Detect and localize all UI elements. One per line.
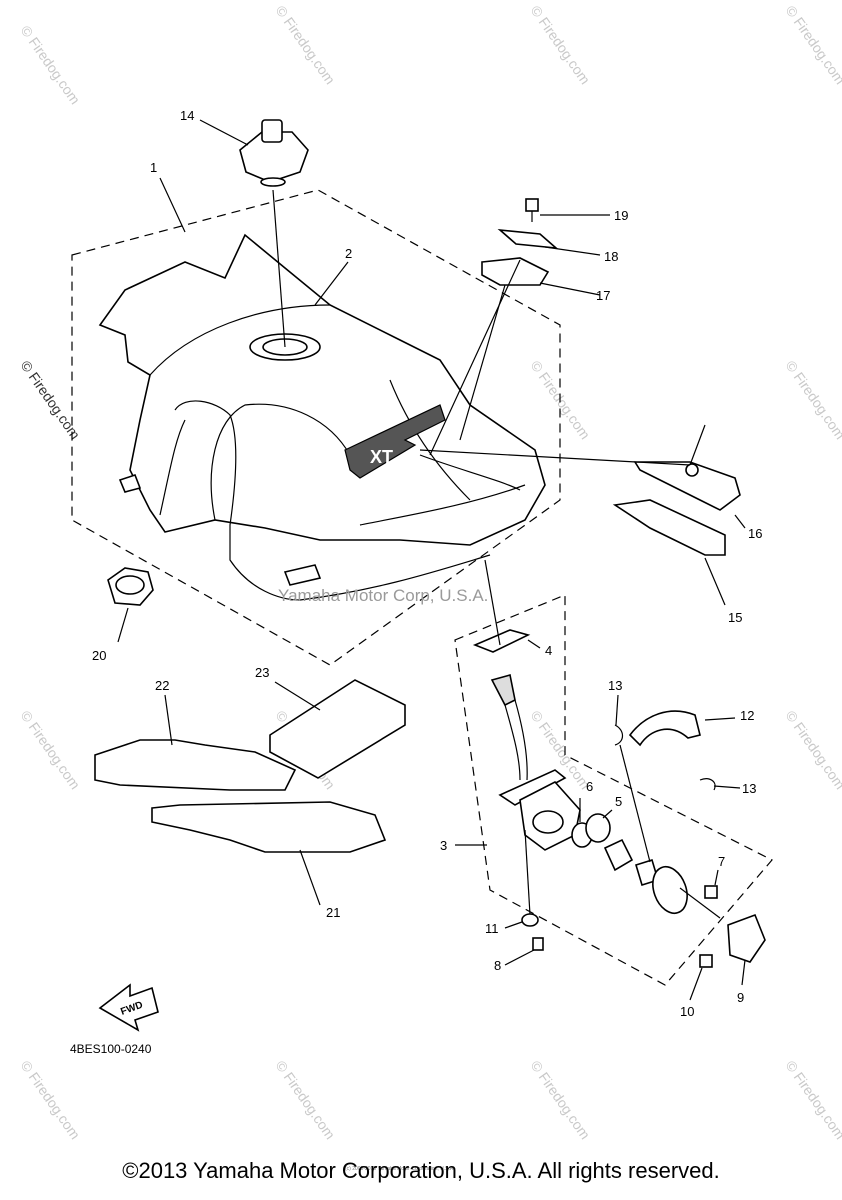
callout-11: 11 xyxy=(485,921,499,936)
hose-12 xyxy=(628,710,701,747)
watermark-text: © Firedog.com xyxy=(18,358,84,443)
watermark-text: © Firedog.com xyxy=(528,3,594,88)
gasket-4 xyxy=(472,629,531,653)
watermark-text: © Firedog.com xyxy=(273,1058,339,1143)
callout-7: 7 xyxy=(718,854,725,869)
watermark-text: © Firedog.com xyxy=(783,708,842,793)
watermark-text: © Firedog.com xyxy=(18,1058,84,1143)
callout-labels: 1 2 3 4 5 6 7 8 9 10 11 12 13 13 14 15 1… xyxy=(92,108,762,1019)
callout-21: 21 xyxy=(326,905,340,920)
watermark-text: © Firedog.com xyxy=(18,708,84,793)
fwd-arrow-icon: FWD xyxy=(98,983,159,1032)
callout-15: 15 xyxy=(728,610,742,625)
callout-1: 1 xyxy=(150,160,157,175)
clip-13a xyxy=(614,724,624,746)
callout-17: 17 xyxy=(596,288,610,303)
fuel-cock-assembly-outline xyxy=(454,594,773,986)
callout-5: 5 xyxy=(615,794,622,809)
plate-18 xyxy=(497,228,559,250)
pad-21 xyxy=(151,801,387,853)
callout-9: 9 xyxy=(737,990,744,1005)
callout-13a: 13 xyxy=(608,678,622,693)
callout-19: 19 xyxy=(614,208,628,223)
leader-lines xyxy=(117,119,746,1001)
callout-10: 10 xyxy=(680,1004,694,1019)
bracket-15 xyxy=(612,499,726,556)
pad-22 xyxy=(94,739,297,791)
watermark-text: © Firedog.com xyxy=(18,23,84,108)
watermark-text: © Firedog.com xyxy=(273,3,339,88)
callout-20: 20 xyxy=(92,648,106,663)
callout-23: 23 xyxy=(255,665,269,680)
callout-14: 14 xyxy=(180,108,194,123)
tiny-note: (c) 2005-2015 Yamaha Motor Corporation, … xyxy=(345,1166,455,1172)
bolt-19 xyxy=(525,198,539,222)
center-watermark: Yamaha Motor Corp, U.S.A. xyxy=(278,586,488,605)
copyright-notice: ©2013 Yamaha Motor Corporation, U.S.A. A… xyxy=(122,1158,720,1183)
callout-22: 22 xyxy=(155,678,169,693)
callout-4: 4 xyxy=(545,643,552,658)
watermark-text: © Firedog.com xyxy=(783,3,842,88)
grommet-20 xyxy=(107,567,154,606)
callout-6: 6 xyxy=(586,779,593,794)
callout-12: 12 xyxy=(740,708,754,723)
tank-assembly-outline xyxy=(71,189,561,666)
pad-23 xyxy=(269,679,406,779)
callout-13b: 13 xyxy=(742,781,756,796)
callout-3: 3 xyxy=(440,838,447,853)
callout-2: 2 xyxy=(345,246,352,261)
fuel-cap xyxy=(239,119,309,187)
bracket-16 xyxy=(633,461,741,511)
fuel-cock xyxy=(490,673,766,968)
clip-13b xyxy=(699,778,716,791)
watermark-text: © Firedog.com xyxy=(783,1058,842,1143)
watermark-text: © Firedog.com xyxy=(783,358,842,443)
callout-8: 8 xyxy=(494,958,501,973)
callout-18: 18 xyxy=(604,249,618,264)
diagram-code: 4BES100-0240 xyxy=(70,1042,152,1056)
watermark-text: © Firedog.com xyxy=(528,1058,594,1143)
tank-emblem-text: XT xyxy=(370,447,393,467)
callout-16: 16 xyxy=(748,526,762,541)
fuel-tank: XT xyxy=(98,233,546,601)
